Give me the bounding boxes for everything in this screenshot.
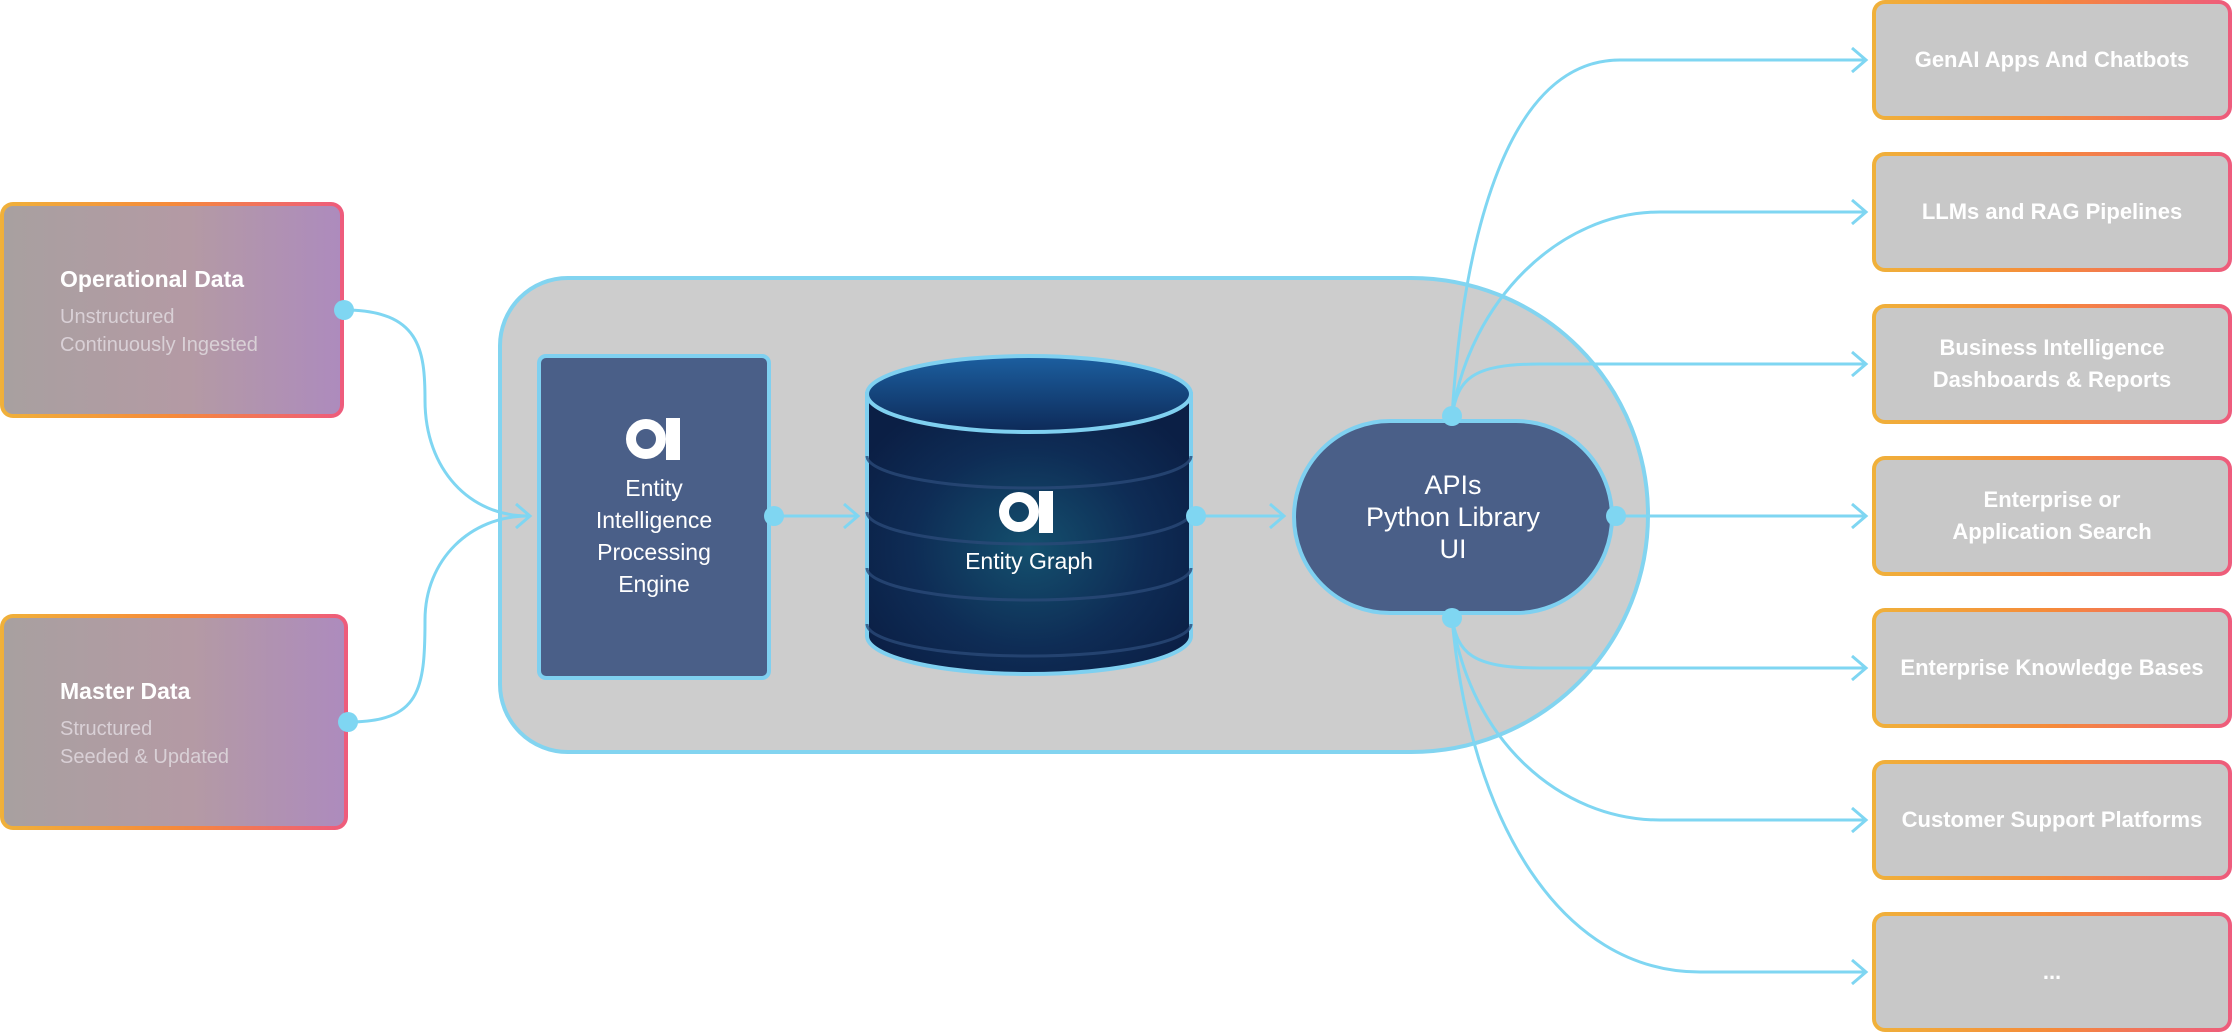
entity-graph-database (865, 354, 1193, 676)
api-label-line: Python Library (1365, 502, 1541, 532)
ai-logo-icon (626, 418, 680, 460)
destination-llm-rag: LLMs and RAG Pipelines (1872, 152, 2232, 272)
engine-label-line: Entity (625, 475, 683, 501)
arrowhead (1851, 806, 1869, 834)
arrowhead (843, 502, 861, 530)
destination-genai-apps: GenAI Apps And Chatbots (1872, 0, 2232, 120)
arrowhead (1269, 502, 1287, 530)
destination-label: Enterprise or (1983, 487, 2121, 512)
connector-api-to-bi (1450, 362, 1864, 417)
destination-label: Dashboards & Reports (1932, 367, 2172, 392)
connector-api-to-knowledge (1450, 617, 1864, 670)
destination-knowledge-bases: Enterprise Knowledge Bases (1872, 608, 2232, 728)
api-label-line: UI (1439, 534, 1467, 564)
destination-label: LLMs and RAG Pipelines (1921, 199, 2183, 224)
source-subtitle: Unstructured (60, 306, 175, 328)
connector-api-to-more (1450, 617, 1864, 974)
destination-label: Business Intelligence (1939, 335, 2165, 360)
arrowhead (1851, 958, 1869, 986)
destination-more: ... (1872, 912, 2232, 1032)
arrowhead (1851, 198, 1869, 226)
arrowhead (1851, 502, 1869, 530)
arrowhead (515, 502, 533, 530)
arrowhead (1851, 654, 1869, 682)
engine-label-line: Engine (618, 571, 690, 597)
connector-api-to-support (1450, 617, 1864, 822)
destination-label: Enterprise Knowledge Bases (1900, 655, 2204, 680)
engine-label-line: Processing (597, 539, 711, 565)
ai-logo-icon (999, 491, 1053, 533)
destination-customer-support: Customer Support Platforms (1872, 760, 2232, 880)
entity-graph-label: Entity Graph (965, 548, 1093, 574)
entity-intelligence-engine: Entity Intelligence Processing Engine (537, 354, 771, 680)
api-access-layer: APIs Python Library UI (1292, 419, 1614, 615)
connector-api-to-llm (1450, 210, 1864, 417)
destination-label: Application Search (1952, 519, 2152, 544)
destination-label: GenAI Apps And Chatbots (1914, 47, 2190, 72)
arrowhead (1851, 46, 1869, 74)
destination-business-intelligence: Business Intelligence Dashboards & Repor… (1872, 304, 2232, 424)
source-title: Master Data (60, 678, 191, 704)
source-title: Operational Data (60, 266, 245, 292)
arrowhead (1851, 350, 1869, 378)
destination-label: ... (2042, 959, 2062, 984)
source-master-data: Master Data Structured Seeded & Updated (0, 614, 348, 830)
connector-api-to-genai (1450, 58, 1864, 417)
source-subtitle: Seeded & Updated (60, 746, 230, 768)
source-subtitle: Continuously Ingested (60, 334, 258, 356)
engine-label-line: Intelligence (595, 507, 713, 533)
destination-enterprise-search: Enterprise or Application Search (1872, 456, 2232, 576)
api-label-line: APIs (1424, 470, 1482, 500)
connector-master-to-engine (347, 514, 529, 724)
source-subtitle: Structured (60, 718, 153, 740)
database-cylinder-icon (865, 354, 1193, 676)
source-operational-data: Operational Data Unstructured Continuous… (0, 202, 344, 418)
destination-label: Customer Support Platforms (1901, 807, 2203, 832)
connector-operational-to-engine (343, 308, 529, 518)
